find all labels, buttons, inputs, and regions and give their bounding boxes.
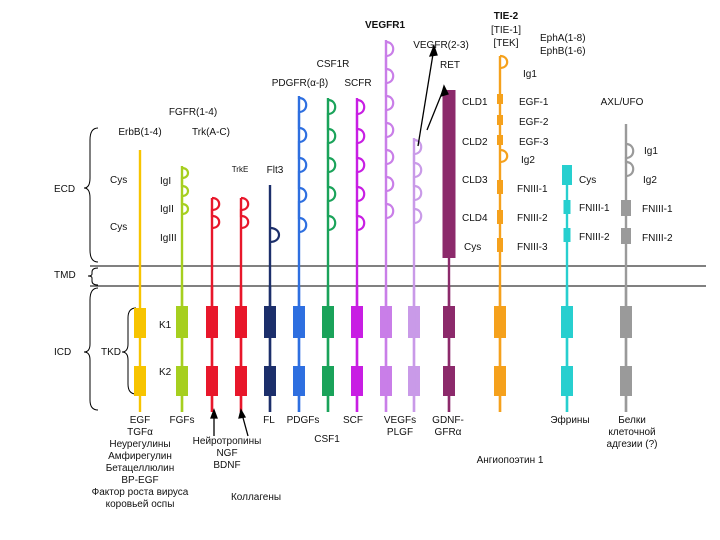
label-trk: Trk(A-C) bbox=[192, 127, 230, 138]
arrows bbox=[210, 44, 449, 437]
pdgfr-ig-loops bbox=[297, 96, 308, 234]
label-tmd: TMD bbox=[54, 270, 76, 281]
eph-fniii2 bbox=[563, 228, 571, 242]
arrow-neurotrophin-head bbox=[210, 408, 218, 419]
ecd-brace bbox=[83, 127, 99, 263]
ligand-angiopoietin: Ангиопоэтин 1 bbox=[476, 455, 544, 466]
label-tie2: TIE-2 bbox=[493, 11, 519, 22]
label-cld4: CLD4 bbox=[462, 213, 488, 224]
tkd-brace bbox=[121, 307, 137, 395]
label-cys-eph: Cys bbox=[579, 175, 597, 186]
icd-brace bbox=[83, 287, 99, 411]
label-igI: IgI bbox=[160, 176, 172, 187]
label-fniii1-tie: FNIII-1 bbox=[517, 184, 548, 195]
label-cys2-erbb: Cys bbox=[110, 222, 128, 233]
label-egf2: EGF-2 bbox=[519, 117, 549, 128]
axl-ig-loops bbox=[624, 142, 635, 178]
label-flt3: Flt3 bbox=[266, 165, 284, 176]
vegfr23-ig-loops bbox=[412, 138, 423, 225]
tie-fniii3 bbox=[497, 238, 503, 252]
label-pdgfr: PDGFR(α-β) bbox=[271, 78, 329, 89]
label-tkd: TKD bbox=[101, 347, 121, 358]
label-cys-ret: Cys bbox=[464, 242, 482, 253]
ligand-neurotrophins: Нейротропины NGF BDNF bbox=[192, 436, 262, 471]
tie-fniii1 bbox=[497, 180, 503, 194]
label-ephb: EphB(1-6) bbox=[540, 46, 586, 57]
csf1r-ig-loops bbox=[326, 98, 337, 232]
label-fniii1-axl: FNIII-1 bbox=[642, 204, 673, 215]
tie-ig2-loop bbox=[499, 148, 509, 164]
label-k1: K1 bbox=[159, 320, 172, 331]
label-fniii3-tie: FNIII-3 bbox=[517, 242, 548, 253]
label-axl: AXL/UFO bbox=[600, 97, 644, 108]
tie-fniii2 bbox=[497, 210, 503, 224]
label-egf3: EGF-3 bbox=[519, 137, 549, 148]
label-vegfr1: VEGFR1 bbox=[364, 20, 406, 31]
label-tie1: [TIE-1] bbox=[490, 25, 522, 36]
label-epha: EphA(1-8) bbox=[540, 33, 586, 44]
ligand-fl: FL bbox=[263, 415, 275, 426]
label-csf1r: CSF1R bbox=[316, 59, 350, 70]
tie-ig1-loop bbox=[499, 54, 509, 70]
label-cld3: CLD3 bbox=[462, 175, 488, 186]
erbb-k2 bbox=[134, 366, 146, 396]
label-k2: K2 bbox=[159, 367, 172, 378]
label-igIII: IgIII bbox=[160, 233, 177, 244]
label-fgfr: FGFR(1-4) bbox=[168, 107, 218, 118]
label-fniii2-axl: FNIII-2 bbox=[642, 233, 673, 244]
label-ig1-tie: Ig1 bbox=[523, 69, 537, 80]
arrow-vegfr-head bbox=[428, 44, 438, 57]
trk-ig-loops bbox=[210, 196, 221, 230]
ligand-vegfs: VEGFs PLGF bbox=[383, 415, 417, 438]
scfr-ig-loops bbox=[355, 98, 366, 232]
ligand-adhesion: Белки клеточной адгезии (?) bbox=[606, 415, 658, 450]
vegfr1-ig-loops bbox=[384, 40, 395, 220]
label-igII: IgII bbox=[160, 204, 174, 215]
tie-egf1 bbox=[497, 94, 503, 104]
label-scfr: SCFR bbox=[344, 78, 372, 89]
label-ig2-axl: Ig2 bbox=[643, 175, 657, 186]
ligand-ephrins: Эфрины bbox=[550, 415, 590, 426]
arrow-vegfr bbox=[417, 47, 435, 147]
arrow-ret-head bbox=[440, 84, 449, 97]
axl-fniii2 bbox=[621, 228, 631, 244]
label-erbb: ErbB(1-4) bbox=[118, 127, 162, 138]
label-tek: [TEK] bbox=[493, 38, 519, 49]
ligand-collagens: Коллагены bbox=[230, 492, 282, 503]
label-icd: ICD bbox=[54, 347, 72, 358]
label-vegfr23: VEGFR(2-3) bbox=[413, 40, 469, 51]
label-cld1: CLD1 bbox=[462, 97, 488, 108]
tie-egf3 bbox=[497, 135, 503, 145]
axl-fniii1 bbox=[621, 200, 631, 216]
label-fniii2-tie: FNIII-2 bbox=[517, 213, 548, 224]
label-ret: RET bbox=[440, 60, 460, 71]
ligand-fgfs: FGFs bbox=[169, 415, 195, 426]
label-ig2-tie: Ig2 bbox=[521, 155, 535, 166]
eph-fniii1 bbox=[563, 200, 571, 214]
ret-cld-block bbox=[442, 90, 456, 258]
ligand-pdgfs: PDGFs bbox=[286, 415, 320, 426]
arrow-collagen-head bbox=[238, 408, 247, 419]
ligand-scf: SCF bbox=[343, 415, 363, 426]
label-fniii2-eph: FNIII-2 bbox=[579, 232, 610, 243]
eph-cys bbox=[562, 165, 572, 185]
ligand-gdnf: GDNF- GFRα bbox=[432, 415, 464, 438]
label-trke: TrkE bbox=[231, 165, 249, 174]
label-ig1-axl: Ig1 bbox=[644, 146, 658, 157]
fgfr-ig-loops bbox=[180, 166, 190, 216]
ligand-csf1: CSF1 bbox=[314, 434, 340, 445]
tie-egf2 bbox=[497, 115, 503, 125]
label-cld2: CLD2 bbox=[462, 137, 488, 148]
label-egf1: EGF-1 bbox=[519, 97, 549, 108]
trke-ig-loops bbox=[239, 196, 250, 230]
label-ecd: ECD bbox=[54, 184, 76, 195]
label-cys1-erbb: Cys bbox=[110, 175, 128, 186]
label-fniii1-eph: FNIII-1 bbox=[579, 203, 610, 214]
erbb-k1 bbox=[134, 308, 146, 338]
ligand-egf-family: EGF TGFα Неурегулины Амфирегулин Бетацел… bbox=[91, 415, 189, 510]
flt3-ig-loop bbox=[269, 226, 281, 244]
tmd-brace bbox=[87, 267, 99, 286]
